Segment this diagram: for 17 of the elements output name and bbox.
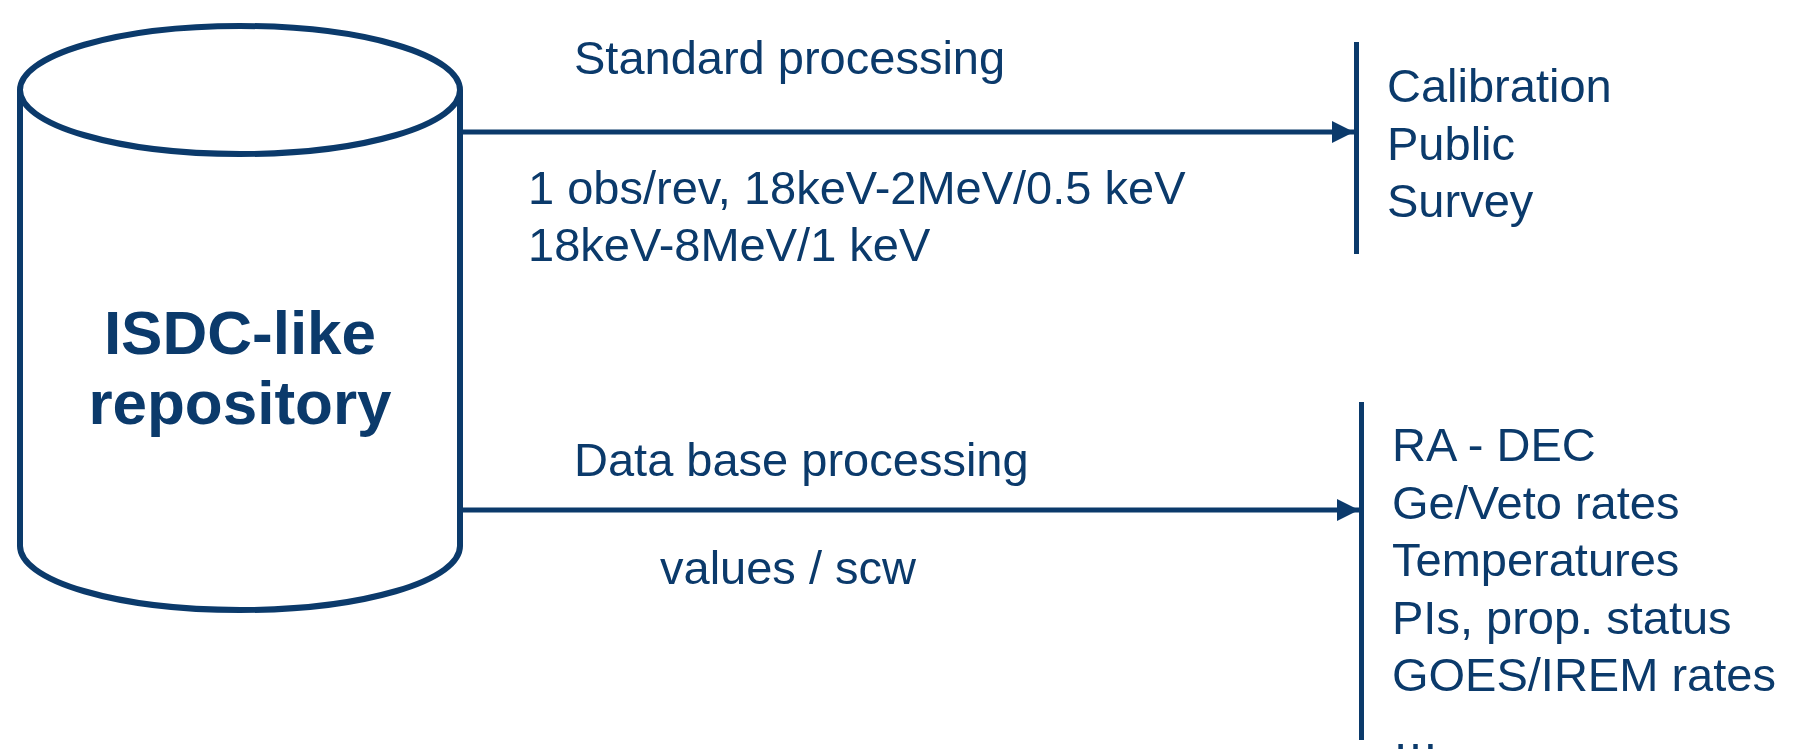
list-item: …	[1392, 704, 1439, 752]
list-item: RA - DEC	[1392, 417, 1596, 473]
list-item: Public	[1387, 115, 1515, 172]
list-item: Ge/Veto rates	[1392, 474, 1680, 531]
edge-note: 18keV-8MeV/1 keV	[528, 219, 931, 271]
process-heading: Standard processing	[574, 32, 1006, 84]
list-item: Temperatures	[1392, 532, 1680, 589]
arrow	[463, 498, 1359, 522]
list-item: GOES/IREM rates	[1392, 647, 1776, 704]
edge-note: 1 obs/rev, 18keV-2MeV/0.5 keV	[528, 162, 1186, 214]
database-title: ISDC-like repository	[87, 298, 393, 438]
list-item: PIs, prop. status	[1392, 589, 1732, 646]
process-heading: Data base processing	[574, 434, 1029, 486]
arrow	[463, 120, 1354, 144]
edge-note: values / scw	[660, 542, 916, 594]
list-item: Survey	[1387, 173, 1534, 230]
list-item: Calibration	[1387, 58, 1612, 114]
